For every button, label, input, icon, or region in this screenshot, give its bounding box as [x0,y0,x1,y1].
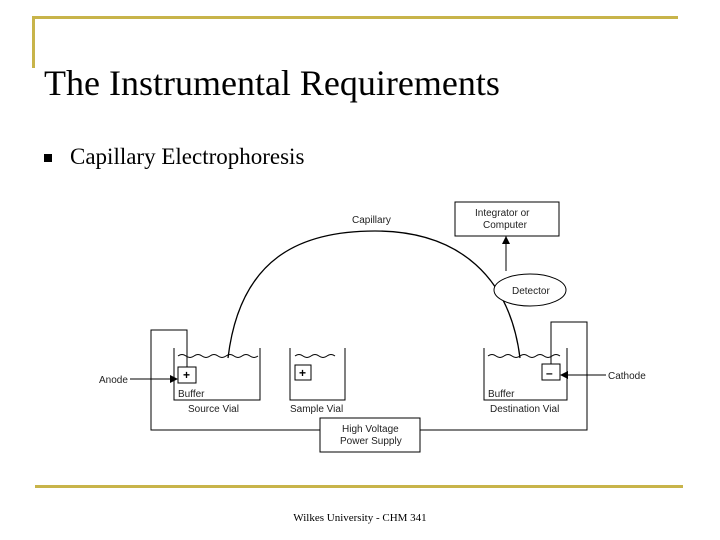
buffer-left-label: Buffer [178,389,205,400]
arrowhead-integrator [502,236,510,244]
source-vial-label: Source Vial [188,404,239,415]
power-supply-box [319,417,421,453]
source-vial [173,348,261,401]
sample-surface [294,354,336,358]
slide-title: The Instrumental Requirements [44,63,500,103]
ce-diagram: Capillary Integrator or Computer Detecto… [99,201,646,453]
anode-arrowhead [170,375,178,383]
detector-ellipse [493,273,567,307]
bullet-text: Capillary Electrophoresis [70,144,305,169]
cathode-label: Cathode [608,371,646,382]
frame-left-rule [32,16,35,68]
frame-top-rule [32,16,678,19]
destination-buffer-surface [487,354,561,358]
footer-rule [35,485,683,488]
cathode-wire [420,321,588,431]
integrator-label-2: Computer [483,220,528,231]
sample-electrode [294,364,312,381]
cathode-minus-sign: – [546,366,553,380]
anode-wire [150,329,320,431]
capillary-label: Capillary [352,215,391,226]
power-supply-label-1: High Voltage [342,424,399,435]
destination-vial-label: Destination Vial [490,404,559,415]
sample-plus-sign: + [299,366,306,380]
power-supply-label-2: Power Supply [340,436,402,447]
anode-plus-sign: + [183,368,190,382]
anode-label: Anode [99,375,128,386]
sample-vial [289,348,346,401]
integrator-box [454,201,560,237]
source-buffer-surface [177,354,259,358]
detector-label: Detector [512,286,550,297]
integrator-label-1: Integrator or [475,208,530,219]
capillary-tube [227,230,521,359]
cathode-arrowhead [560,371,568,379]
footer-text: Wilkes University - CHM 341 [293,512,427,524]
buffer-right-label: Buffer [488,389,515,400]
sample-vial-label: Sample Vial [290,404,343,415]
bullet-square-icon [44,154,52,162]
bullet-item: Capillary Electrophoresis [44,144,304,170]
